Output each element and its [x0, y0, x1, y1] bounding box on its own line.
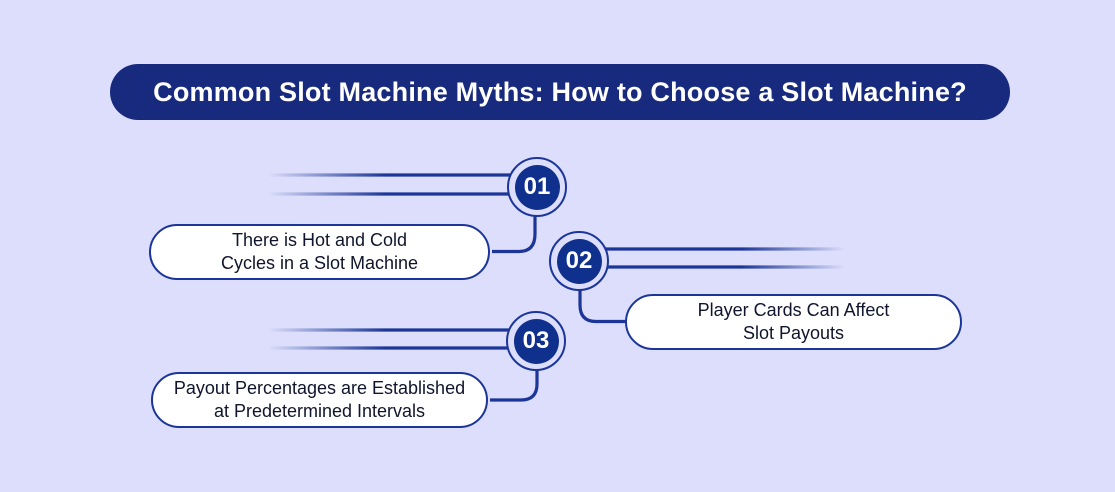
myth-3-line-1: Payout Percentages are Established [173, 378, 466, 398]
myth-2-line-1: Player Cards Can Affect [697, 300, 890, 320]
myth-bubble-3: Payout Percentages are Established at Pr… [151, 372, 488, 428]
step-number-01: 01 [514, 164, 560, 210]
title-banner: Common Slot Machine Myths: How to Choose… [110, 64, 1010, 120]
connector-elbow-3 [490, 369, 539, 402]
step-number-02: 02 [556, 238, 602, 284]
myth-1-line-1: There is Hot and Cold [231, 230, 408, 250]
page-title: Common Slot Machine Myths: How to Choose… [153, 76, 967, 107]
myth-2-line-2: Slot Payouts [742, 323, 845, 343]
connector-elbow-1 [492, 214, 537, 254]
myth-3-line-2: at Predetermined Intervals [213, 401, 426, 421]
connector-elbow-2 [578, 290, 628, 324]
step-number-03: 03 [513, 318, 559, 364]
step-node-01: 01 [507, 157, 567, 217]
step-node-03: 03 [506, 311, 566, 371]
step-node-02: 02 [549, 231, 609, 291]
myth-1-line-2: Cycles in a Slot Machine [220, 253, 419, 273]
myth-bubble-1: There is Hot and Cold Cycles in a Slot M… [149, 224, 490, 280]
myth-bubble-2: Player Cards Can Affect Slot Payouts [625, 294, 962, 350]
